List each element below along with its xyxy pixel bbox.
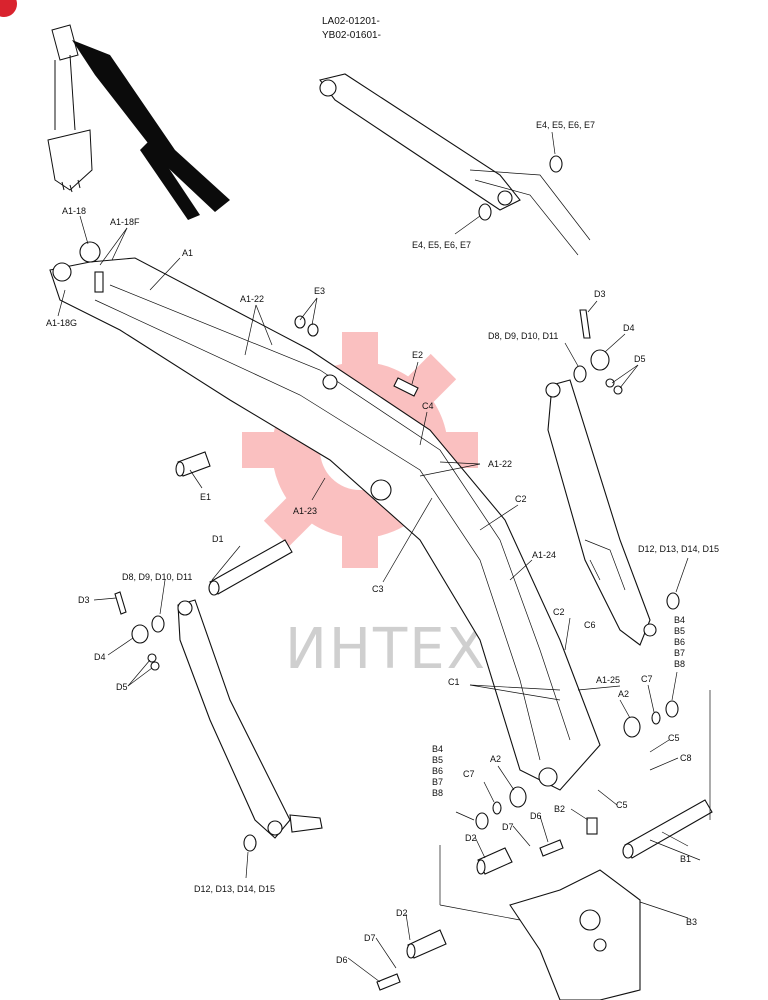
label-b7-right: B7	[674, 648, 685, 658]
label-d6-mid: D6	[530, 811, 542, 821]
label-a2-right: A2	[618, 689, 629, 699]
label-b8-right: B8	[674, 659, 685, 669]
label-b3: B3	[686, 917, 697, 927]
washer-b-right	[665, 700, 679, 718]
arm-cylinder-left	[177, 599, 323, 839]
serial-range-line-1: LA02-01201-	[322, 16, 380, 27]
bolt-d6-low	[376, 973, 401, 991]
label-c5-b: C5	[616, 800, 628, 810]
label-c5-a: C5	[668, 733, 680, 743]
watermark-text: ИНТЕХ	[285, 617, 487, 682]
label-a1-18: A1-18	[62, 206, 86, 216]
washer-e3	[294, 315, 319, 337]
label-c2-mid: C2	[553, 607, 565, 617]
label-a1: A1	[182, 248, 193, 258]
pin-b1	[622, 799, 713, 859]
excavator-arm-thumbnail	[47, 24, 230, 220]
label-b4-left: B4	[432, 744, 443, 754]
label-e4-bottom: E4, E5, E6, E7	[412, 240, 471, 250]
label-d2-low: D2	[396, 908, 408, 918]
pin-e1	[175, 451, 211, 477]
label-b5-left: B5	[432, 755, 443, 765]
label-d6-low: D6	[336, 955, 348, 965]
label-d7-mid: D7	[502, 822, 514, 832]
washer-c7-right	[651, 711, 661, 725]
label-c7-left: C7	[463, 769, 475, 779]
label-a1-23: A1-23	[293, 506, 317, 516]
label-a1-22-top: A1-22	[240, 294, 264, 304]
label-d12-left: D12, D13, D14, D15	[194, 884, 275, 894]
pin-d1	[208, 539, 293, 596]
label-c1: C1	[448, 677, 460, 687]
label-c4: C4	[422, 401, 434, 411]
label-d2-mid: D2	[465, 833, 477, 843]
washer-e4-top	[549, 155, 563, 173]
label-c2-top: C2	[515, 494, 527, 504]
label-stack-b-left: B4 B5 B6 B7 B8	[432, 744, 443, 798]
label-a2-left: A2	[490, 754, 501, 764]
washer-d8-right	[573, 365, 587, 383]
label-e4-top: E4, E5, E6, E7	[536, 120, 595, 130]
washer-e4-bottom	[478, 203, 492, 221]
label-a1-25: A1-25	[596, 675, 620, 685]
label-a1-22-mid: A1-22	[488, 459, 512, 469]
pin-d2-low	[406, 929, 447, 959]
label-e3: E3	[314, 286, 325, 296]
label-d4-right: D4	[623, 323, 635, 333]
label-b2: B2	[554, 804, 565, 814]
nut-d5-left	[147, 653, 160, 671]
label-a1-18f: A1-18F	[110, 217, 140, 227]
label-d3-right: D3	[594, 289, 606, 299]
label-c8: C8	[680, 753, 692, 763]
boom-end-mount	[439, 690, 711, 1000]
label-d5-right: D5	[634, 354, 646, 364]
washer-d12-right	[666, 592, 680, 610]
bushing-d4-right	[590, 349, 610, 371]
label-d8-right: D8, D9, D10, D11	[488, 331, 558, 341]
arm-cylinder-top	[319, 73, 591, 256]
bolt-d3-left	[114, 591, 127, 615]
arm-cylinder-right	[545, 379, 657, 646]
corner-badge-icon	[0, 0, 17, 17]
label-d7-low: D7	[364, 933, 376, 943]
washer-b-left	[475, 812, 489, 830]
pin-d2-mid	[476, 847, 513, 875]
washer-c7-left	[492, 801, 502, 815]
label-a1-24: A1-24	[532, 550, 556, 560]
label-d8-left: D8, D9, D10, D11	[122, 572, 192, 582]
label-b5-right: B5	[674, 626, 685, 636]
label-e2: E2	[412, 350, 423, 360]
arm-assembly	[49, 241, 601, 791]
washer-d8-left	[151, 615, 165, 633]
bushing-a2-right	[623, 716, 641, 738]
label-b7-left: B7	[432, 777, 443, 787]
label-a1-18g: A1-18G	[46, 318, 77, 328]
bolt-e2	[393, 377, 419, 397]
label-d1: D1	[212, 534, 224, 544]
leader-lines	[57, 131, 689, 983]
washer-d12-left	[243, 834, 257, 852]
label-stack-b-right: B4 B5 B6 B7 B8	[674, 615, 685, 669]
label-b6-left: B6	[432, 766, 443, 776]
label-d5-left: D5	[116, 682, 128, 692]
label-b6-right: B6	[674, 637, 685, 647]
serial-range-line-2: YB02-01601-	[322, 30, 381, 41]
label-d3-left: D3	[78, 595, 90, 605]
label-d4-left: D4	[94, 652, 106, 662]
bushing-d4-left	[131, 624, 149, 644]
bolt-d3-right	[579, 309, 591, 339]
bolt-b2	[586, 817, 598, 835]
label-c3: C3	[372, 584, 384, 594]
label-e1: E1	[200, 492, 211, 502]
label-b8-left: B8	[432, 788, 443, 798]
label-c7-right: C7	[641, 674, 653, 684]
bolt-d6-mid	[539, 839, 564, 857]
part-labels: A1-18 A1-18F A1 A1-18G A1-22 E3 E2 C4 A1…	[46, 120, 719, 965]
label-d12-right: D12, D13, D14, D15	[638, 544, 719, 554]
label-b1: B1	[680, 854, 691, 864]
label-c6: C6	[584, 620, 596, 630]
label-b4-right: B4	[674, 615, 685, 625]
bushing-a2-left	[509, 786, 527, 808]
